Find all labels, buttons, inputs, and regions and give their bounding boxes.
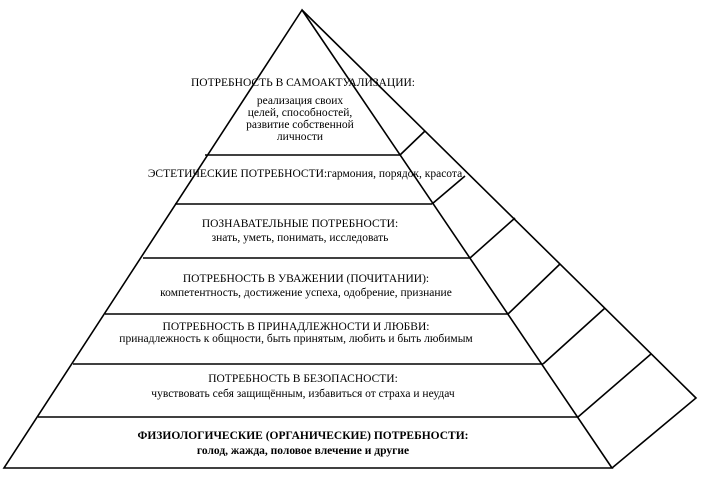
level-detail-physiological: голод, жажда, половое влечение и другие (197, 445, 409, 457)
level-title-self-actualization: ПОТРЕБНОСТЬ В САМОАКТУАЛИЗАЦИИ: (191, 77, 415, 89)
side-divider-6 (577, 353, 652, 418)
level-detail-safety: чувствовать себя защищённым, избавиться … (151, 388, 455, 400)
pyramid-front-face (2, 8, 614, 469)
side-divider-3 (469, 217, 516, 259)
side-divider-1 (399, 130, 426, 156)
level-detail-self-actualization-2: целей, способностей, (248, 107, 353, 119)
pyramid-side-face (301, 9, 698, 469)
level-title-aesthetic: ЭСТЕТИЧЕСКИЕ ПОТРЕБНОСТИ:гармония, поряд… (148, 168, 462, 180)
level-detail-cognitive: знать, уметь, понимать, исследовать (212, 232, 389, 244)
level-title-cognitive: ПОЗНАВАТЕЛЬНЫЕ ПОТРЕБНОСТИ: (202, 218, 398, 230)
side-divider-2 (431, 175, 466, 205)
level-detail-esteem: компетентность, достижение успеха, одобр… (160, 287, 452, 299)
level-detail-self-actualization-3: развитие собственной (246, 119, 354, 131)
side-divider-5 (542, 307, 606, 365)
side-divider-4 (507, 263, 561, 315)
level-detail-self-actualization-1: реализация своих (257, 95, 344, 107)
level-title-esteem: ПОТРЕБНОСТЬ В УВАЖЕНИИ (ПОЧИТАНИИ): (183, 273, 429, 285)
level-title-belonging: ПОТРЕБНОСТЬ В ПРИНАДЛЕЖНОСТИ И ЛЮБВИ: (163, 321, 430, 333)
level-detail-self-actualization-4: личности (277, 131, 323, 143)
level-title-physiological: ФИЗИОЛОГИЧЕСКИЕ (ОРГАНИЧЕСКИЕ) ПОТРЕБНОС… (137, 430, 468, 442)
level-title-safety: ПОТРЕБНОСТЬ В БЕЗОПАСНОСТИ: (208, 373, 398, 385)
level-detail-belonging: принадлежность к общности, быть принятым… (119, 333, 473, 345)
